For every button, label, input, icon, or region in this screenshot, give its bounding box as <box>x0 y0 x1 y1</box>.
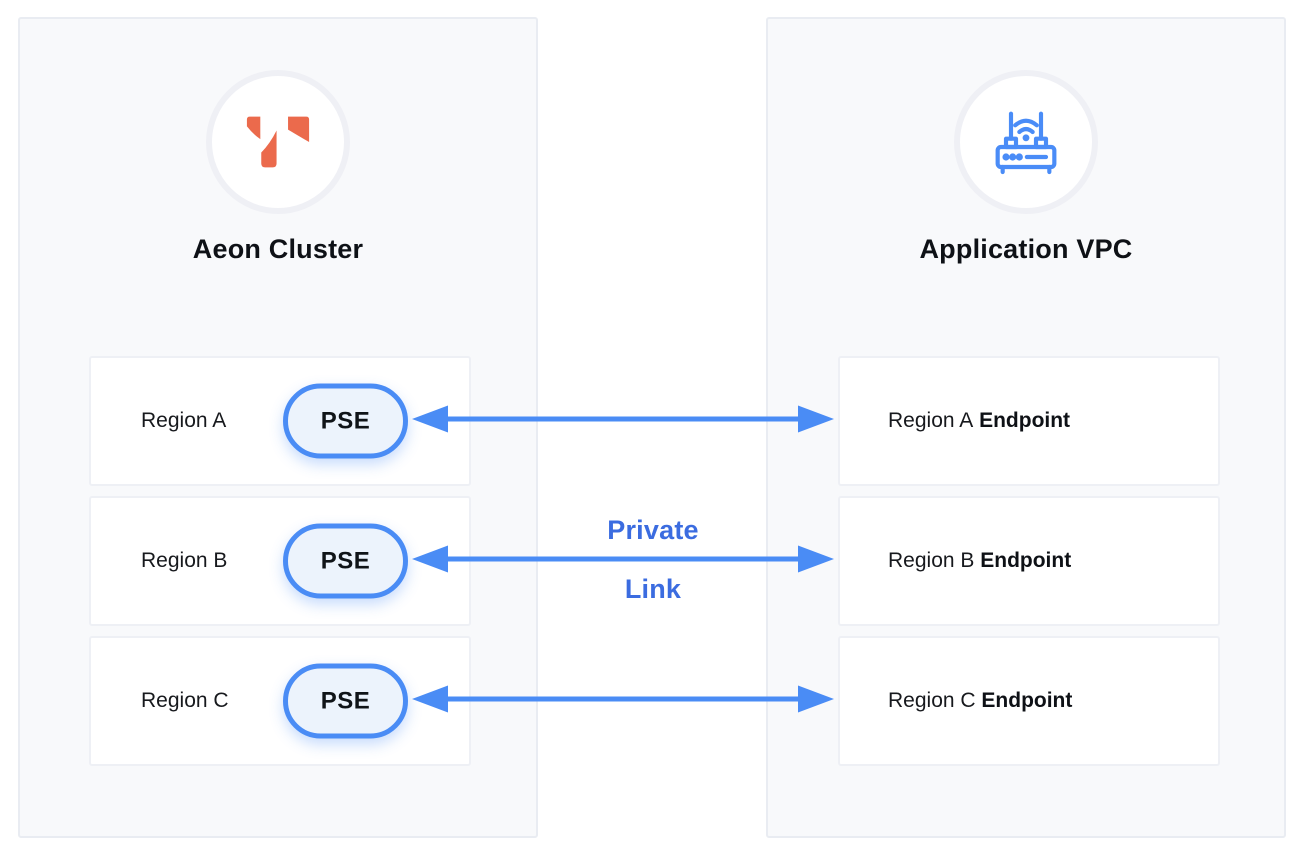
endpoint-label: Region A Endpoint <box>840 409 1070 433</box>
left-row-region-a: Region A PSE <box>89 356 471 486</box>
right-panel-title: Application VPC <box>919 234 1133 264</box>
region-label: Region C <box>141 689 229 712</box>
endpoint-label: Region B Endpoint <box>840 549 1071 573</box>
right-row-region-b: Region B Endpoint <box>838 496 1220 626</box>
endpoint-region-name: Region A <box>888 409 974 432</box>
endpoint-suffix: Endpoint <box>980 549 1072 572</box>
aeon-cluster-panel: Aeon Cluster Region A PSE Region B PSE R… <box>18 17 538 838</box>
right-row-region-c: Region C Endpoint <box>838 636 1220 766</box>
endpoint-region-name: Region B <box>888 549 975 572</box>
right-row-region-a: Region A Endpoint <box>838 356 1220 486</box>
left-panel-title: Aeon Cluster <box>192 234 364 264</box>
router-icon <box>986 102 1066 182</box>
private-link-label-line2: Link <box>624 574 682 604</box>
endpoint-suffix: Endpoint <box>979 409 1071 432</box>
application-vpc-panel: Application VPC Region A Endpoint Region… <box>766 17 1286 838</box>
region-label: Region B <box>141 549 228 572</box>
endpoint-region-name: Region C <box>888 689 976 712</box>
aeon-logo-icon <box>245 115 311 169</box>
endpoint-suffix: Endpoint <box>981 689 1073 712</box>
region-label: Region A <box>141 409 227 432</box>
private-link-label-line1: Private <box>607 515 699 545</box>
endpoint-label: Region C Endpoint <box>840 689 1072 713</box>
pse-pill: PSE <box>283 523 408 599</box>
left-row-region-c: Region C PSE <box>89 636 471 766</box>
aeon-logo-badge <box>206 70 350 214</box>
pse-pill: PSE <box>283 663 408 739</box>
pse-pill: PSE <box>283 383 408 459</box>
left-row-region-b: Region B PSE <box>89 496 471 626</box>
router-badge <box>954 70 1098 214</box>
